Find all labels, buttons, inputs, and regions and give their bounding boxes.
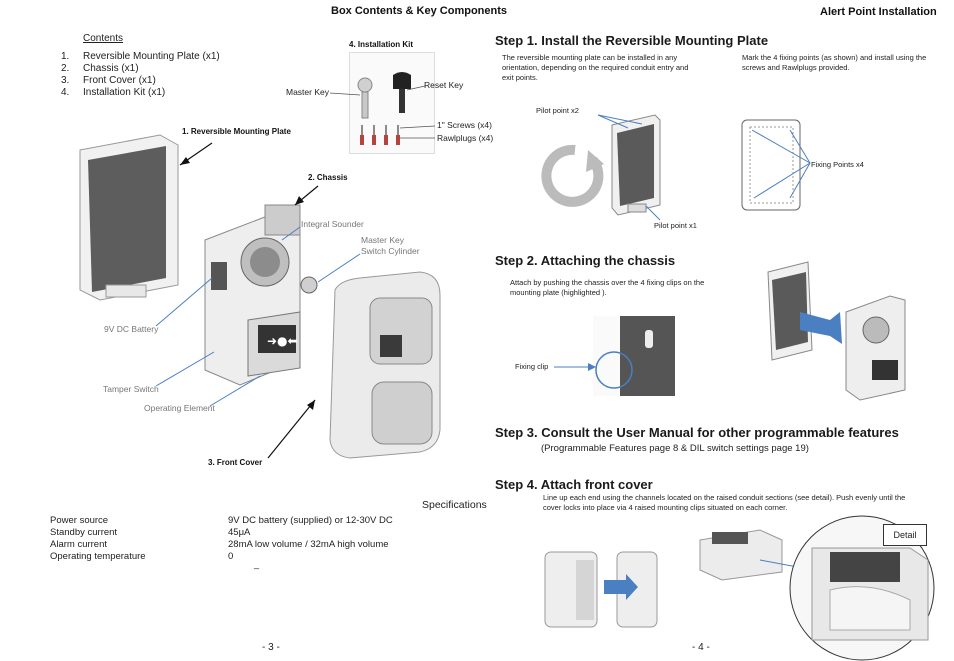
label-screws: 1" Screws (x4) xyxy=(437,120,492,130)
step4-heading: Step 4. Attach front cover xyxy=(495,477,653,492)
callout-front-cover: 3. Front Cover xyxy=(208,458,263,467)
step2-fixing-clip: Fixing clip xyxy=(515,362,549,371)
step1-heading: Step 1. Install the Reversible Mounting … xyxy=(495,33,769,48)
step1-text-right: Mark the 4 fixing points (as shown) and … xyxy=(742,53,927,72)
contents-item: 3.Front Cover (x1) xyxy=(61,75,156,86)
contents-item: 4.Installation Kit (x1) xyxy=(61,87,166,98)
step3-heading: Step 3. Consult the User Manual for othe… xyxy=(495,425,899,440)
specs-title: Specifications xyxy=(422,499,487,511)
callout-chassis: 2. Chassis xyxy=(308,173,348,182)
step1-pilot-x1: Pilot point x1 xyxy=(654,221,697,230)
detail-label: Detail xyxy=(883,524,927,546)
contents-heading: Contents xyxy=(83,33,124,44)
step2-text: Attach by pushing the chassis over the 4… xyxy=(510,278,705,297)
callout-master-key-switch: Master Key Switch Cylinder xyxy=(361,235,420,256)
step4-text: Line up each end using the channels loca… xyxy=(543,493,906,512)
step3-sub: (Programmable Features page 8 & DIL swit… xyxy=(541,443,809,454)
step1-fixing-points: Fixing Points x4 xyxy=(811,160,864,169)
callout-operating-element: Operating Element xyxy=(144,403,215,413)
spec-extra: _ xyxy=(254,559,260,569)
step2-heading: Step 2. Attaching the chassis xyxy=(495,253,676,268)
callout-integral-sounder: Integral Sounder xyxy=(301,219,364,229)
label-reset-key: Reset Key xyxy=(424,80,464,90)
left-page-title: Box Contents & Key Components xyxy=(331,5,508,17)
kit-title: 4. Installation Kit xyxy=(349,40,414,49)
contents-item: 1.Reversible Mounting Plate (x1) xyxy=(61,51,220,62)
contents-list: 1.Reversible Mounting Plate (x1) 2.Chass… xyxy=(61,51,220,99)
right-page-number: - 4 - xyxy=(692,642,710,653)
label-rawlplugs: Rawlplugs (x4) xyxy=(437,133,494,143)
label-master-key: Master Key xyxy=(286,87,329,97)
left-page-number: - 3 - xyxy=(262,642,280,653)
svg-text:➜●⬅: ➜●⬅ xyxy=(267,334,298,348)
right-page-title: Alert Point Installation xyxy=(820,6,937,18)
step1-text-left: The reversible mounting plate can be ins… xyxy=(502,53,689,82)
callout-battery: 9V DC Battery xyxy=(104,324,159,334)
contents-item: 2.Chassis (x1) xyxy=(61,63,139,74)
callout-tamper: Tamper Switch xyxy=(103,384,159,394)
callout-mounting-plate: 1. Reversible Mounting Plate xyxy=(182,127,291,136)
step1-pilot-x2: Pilot point x2 xyxy=(536,106,579,115)
